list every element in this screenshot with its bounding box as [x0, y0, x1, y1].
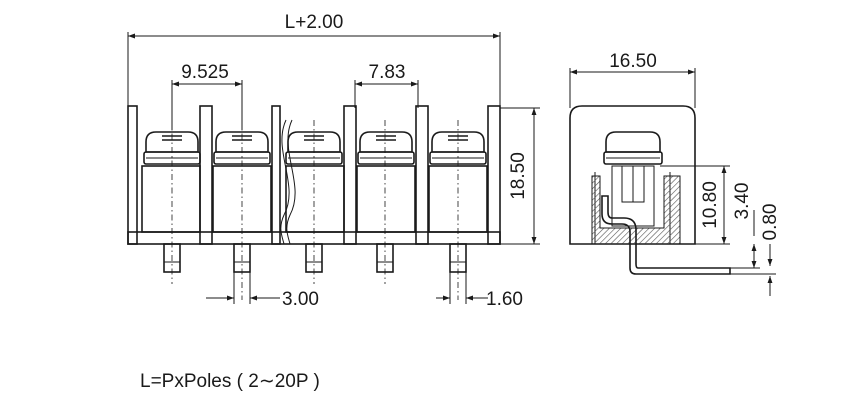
label-pin-width: 1.60	[486, 289, 523, 310]
dim-barrier-gap: 7.83	[354, 62, 419, 108]
label-pin-thickness: 0.80	[760, 204, 781, 241]
barrier	[271, 105, 281, 245]
dim-inner-height: 10.80	[660, 165, 730, 245]
label-pin-pitch: 3.00	[282, 289, 319, 310]
dim-pin-offset: 3.40	[730, 183, 760, 269]
barrier-right-end	[487, 105, 501, 245]
side-screw-head	[605, 131, 661, 153]
label-overall-length: L+2.00	[285, 12, 344, 33]
side-housing	[569, 105, 696, 245]
barrier	[415, 105, 429, 245]
label-height: 18.50	[508, 152, 529, 200]
barrier	[199, 105, 213, 245]
terminal	[285, 120, 345, 284]
formula-note: L=PxPoles ( 2∼20P )	[140, 371, 320, 392]
dim-overall-length: L+2.00	[127, 12, 501, 110]
terminal	[356, 120, 416, 284]
label-side-width: 16.50	[609, 51, 657, 72]
terminal	[212, 120, 272, 300]
dim-pitch: 9.525	[171, 62, 243, 130]
dim-side-width: 16.50	[569, 51, 696, 108]
side-washer	[603, 151, 663, 165]
barrier	[343, 105, 357, 245]
label-pin-offset: 3.40	[732, 183, 753, 220]
label-inner-height: 10.80	[700, 181, 721, 229]
front-view: L+2.00 9.525 7.83 18.50	[127, 12, 540, 310]
terminal	[428, 120, 488, 300]
barrier-left-end	[127, 105, 138, 245]
label-pitch: 9.525	[181, 62, 229, 83]
terminal	[141, 120, 201, 284]
dim-pin-width: 1.60	[436, 272, 523, 310]
dim-pin-pitch: 3.00	[206, 272, 319, 310]
label-barrier-gap: 7.83	[369, 62, 406, 83]
dim-height: 18.50	[500, 107, 540, 245]
dim-pin-thickness: 0.80	[730, 204, 781, 296]
side-view: 16.50 10.80 3.40	[569, 51, 781, 296]
